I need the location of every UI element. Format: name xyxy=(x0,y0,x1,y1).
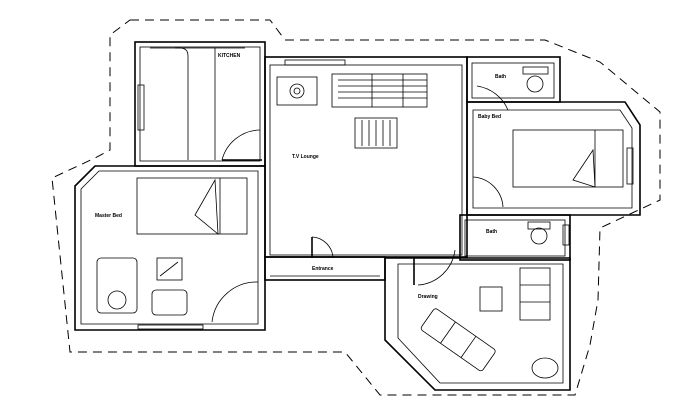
tv-lounge-label: T.V Lounge xyxy=(292,154,319,160)
bed-icon xyxy=(512,129,624,188)
tv-unit-icon xyxy=(331,73,428,108)
tv-lounge: T.V Lounge xyxy=(264,56,468,258)
round-table-icon xyxy=(531,357,559,379)
bath-bottom: Bath xyxy=(459,214,571,261)
baby-bed-room: Baby Bed xyxy=(466,85,641,216)
toilet-icon xyxy=(527,221,551,230)
side-table-icon xyxy=(156,257,183,281)
drawing-label: Drawing xyxy=(418,294,438,300)
baby-bed-label: Baby Bed xyxy=(478,114,501,120)
toilet-icon xyxy=(522,66,549,75)
chair-icon xyxy=(151,289,188,316)
sofa-icon xyxy=(420,308,496,372)
fireplace-icon xyxy=(276,76,318,106)
master-bed-room: Master Bed xyxy=(74,165,266,331)
kitchen: KITCHEN xyxy=(134,41,266,167)
bath-top: Bath xyxy=(466,56,561,103)
entrance-label: Entrance xyxy=(312,266,334,272)
bed-icon xyxy=(136,177,248,235)
kitchen-label: KITCHEN xyxy=(218,53,241,59)
drawing-room: Drawing xyxy=(384,249,571,391)
plot-boundary xyxy=(51,19,661,396)
table-icon xyxy=(354,117,398,149)
sofa-icon xyxy=(96,257,138,314)
entrance: Entrance xyxy=(264,236,386,281)
coffee-table-icon xyxy=(479,286,503,312)
bath-top-label: Bath xyxy=(495,74,506,80)
armchair-icon xyxy=(519,267,551,321)
master-bed-label: Master Bed xyxy=(95,213,122,219)
bath-bottom-label: Bath xyxy=(486,229,497,235)
